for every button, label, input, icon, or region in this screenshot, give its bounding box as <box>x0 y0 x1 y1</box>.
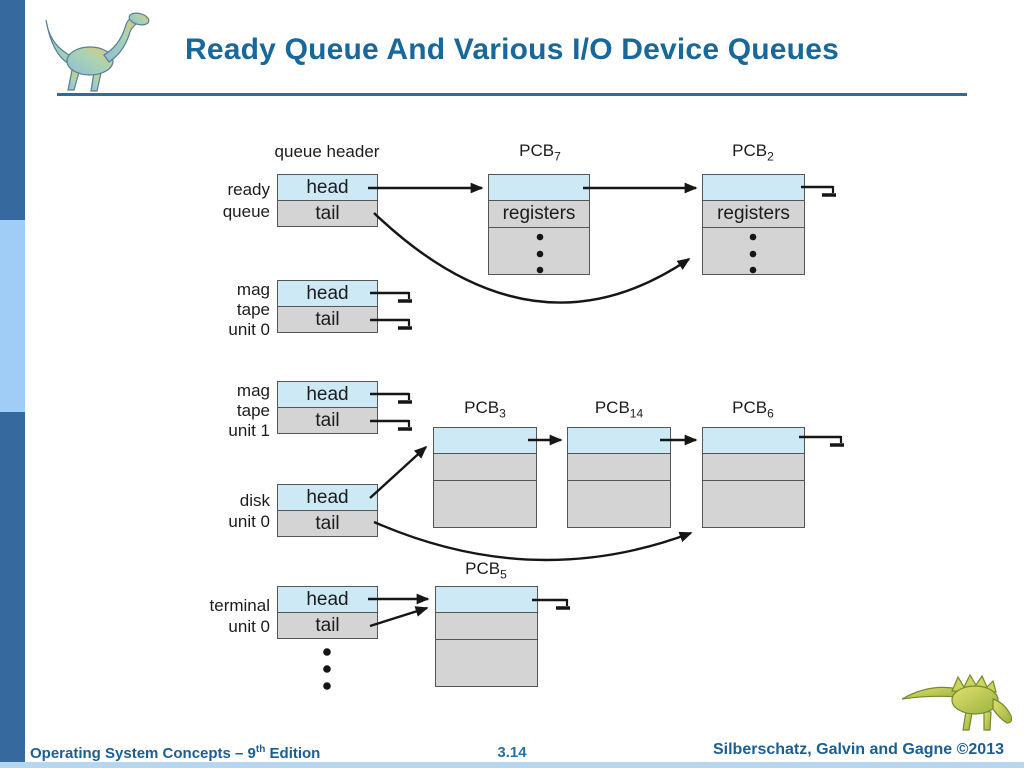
pcb3-mid-cell <box>434 453 536 480</box>
pcb6-body-cell <box>703 480 804 527</box>
dino-head <box>128 12 150 26</box>
queue-label-terminal-0: terminal unit 0 <box>150 595 270 637</box>
mag1-head-cell: head <box>278 382 377 407</box>
arrow-terminal-tail-to-pcb5 <box>369 606 429 628</box>
ready-queue-header-box: head tail <box>277 174 378 227</box>
label-line: unit 1 <box>228 421 270 440</box>
pcb5-mid-cell <box>436 612 537 639</box>
pcb14-body-cell <box>568 480 670 527</box>
ground-null-icon <box>396 290 414 303</box>
label-line: unit 0 <box>228 512 270 531</box>
page-title: Ready Queue And Various I/O Device Queue… <box>185 33 839 66</box>
pcb2-label: PCB2 <box>732 141 774 164</box>
pcb2-box: registers <box>702 174 805 275</box>
terminal-tail-cell: tail <box>278 612 377 638</box>
label-line: mag <box>236 381 270 400</box>
pcb5-box <box>435 586 538 687</box>
dinosaur-logo-top <box>45 12 150 92</box>
pcb14-label: PCB14 <box>594 398 644 421</box>
label-line: ready <box>227 180 270 199</box>
disk-tail-cell: tail <box>278 510 377 536</box>
mag1-tail-cell: tail <box>278 407 377 433</box>
vertical-ellipsis-dots <box>323 233 757 690</box>
terminal-head-cell: head <box>278 587 377 612</box>
label-line: disk <box>239 491 270 510</box>
mag0-head-cell: head <box>278 281 377 306</box>
pcb3-label: PCB3 <box>464 398 506 421</box>
pcb6-pointer-cell <box>703 428 804 453</box>
pcb6-label: PCB6 <box>732 398 774 421</box>
footer-bottom-strip <box>0 762 1024 768</box>
pcb5-pointer-cell <box>436 587 537 612</box>
ready-head-cell: head <box>278 175 377 200</box>
queue-header-label: queue header <box>274 142 380 161</box>
pcb6-mid-cell <box>703 453 804 480</box>
arrow-disk-head-to-pcb3 <box>369 445 428 499</box>
mag-tape-1-header-box: head tail <box>277 381 378 434</box>
dino-back-spikes <box>951 673 997 693</box>
ground-null-icon <box>396 317 414 330</box>
pcb2-registers-cell: registers <box>703 200 804 227</box>
pcb14-box <box>567 427 671 528</box>
pcb2-body-cell <box>703 227 804 274</box>
footer-authors: Silberschatz, Galvin and Gagne ©2013 <box>712 741 1004 758</box>
dino-body <box>951 685 999 715</box>
queue-label-mag-tape-0: mag tape unit 0 <box>150 280 270 340</box>
pcb7-label: PCB7 <box>519 141 561 164</box>
dino-leg <box>983 710 992 731</box>
dino-leg <box>90 71 102 92</box>
footer-page-number: 3.14 <box>497 744 527 761</box>
pcb3-box <box>433 427 537 528</box>
pcb14-mid-cell <box>568 453 670 480</box>
pcb5-label: PCB5 <box>465 559 507 582</box>
dino-leg <box>67 69 80 91</box>
terminal-0-header-box: head tail <box>277 586 378 639</box>
mag-tape-0-header-box: head tail <box>277 280 378 333</box>
dino-head <box>992 698 1013 724</box>
footer-book-title: Operating System Concepts – 9th Edition <box>30 744 321 762</box>
pcb7-pointer-cell <box>489 175 589 200</box>
pcb3-body-cell <box>434 480 536 527</box>
dino-body <box>66 46 114 76</box>
label-line: queue <box>222 202 270 221</box>
ground-null-icon <box>396 391 414 404</box>
pcb7-body-cell <box>489 227 589 274</box>
label-line: unit 0 <box>228 320 270 339</box>
sidebar-strip-dark-top <box>0 0 25 220</box>
pcb6-box <box>702 427 805 528</box>
pcb7-box: registers <box>488 174 590 275</box>
ground-null-icon <box>828 434 846 447</box>
label-line: unit 0 <box>228 617 270 636</box>
queue-label-mag-tape-1: mag tape unit 1 <box>150 381 270 441</box>
label-line: terminal <box>209 596 270 615</box>
dino-leg <box>962 710 973 731</box>
disk-head-cell: head <box>278 485 377 510</box>
label-line: mag <box>236 280 270 299</box>
dino-tail <box>45 19 74 65</box>
pcb2-pointer-cell <box>703 175 804 200</box>
title-divider <box>57 93 967 96</box>
label-line: tape <box>236 401 270 420</box>
label-line: tape <box>236 300 270 319</box>
sidebar-strip-dark-bottom <box>0 412 25 762</box>
pcb5-body-cell <box>436 639 537 686</box>
ground-null-icon <box>554 597 572 610</box>
pcb3-pointer-cell <box>434 428 536 453</box>
pcb7-registers-cell: registers <box>489 200 589 227</box>
sidebar-strip-light <box>0 220 25 412</box>
ground-null-icon <box>820 184 838 197</box>
disk-0-header-box: head tail <box>277 484 378 537</box>
mag0-tail-cell: tail <box>278 306 377 332</box>
queue-label-disk-0: disk unit 0 <box>150 490 270 532</box>
dinosaur-logo-bottom <box>901 673 1013 731</box>
dino-neck <box>103 15 143 63</box>
queue-label-ready: ready queue <box>150 179 270 223</box>
ready-tail-cell: tail <box>278 200 377 226</box>
ground-null-icon <box>396 418 414 431</box>
pcb14-pointer-cell <box>568 428 670 453</box>
dino-tail <box>901 686 959 700</box>
